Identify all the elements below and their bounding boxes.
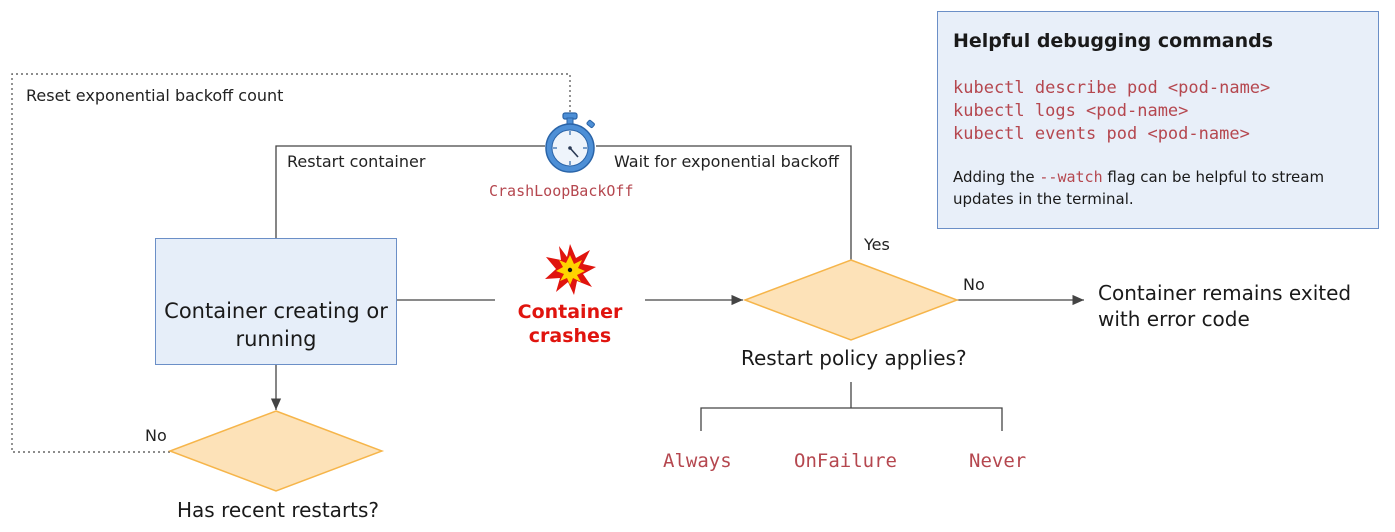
policy-always: Always [663, 450, 732, 472]
policy-never: Never [969, 450, 1027, 472]
restart-policy-diamond [742, 259, 960, 341]
crashloopbackoff-label: CrashLoopBackOff [489, 182, 634, 200]
recent-restarts-question: Has recent restarts? [177, 498, 380, 522]
container-running-box: Container creating or running [155, 238, 397, 365]
debugging-help-panel: Helpful debugging commands kubectl descr… [937, 11, 1379, 229]
no-restarts-label: No [145, 426, 167, 445]
reset-backoff-label: Reset exponential backoff count [26, 86, 284, 105]
restart-container-label: Restart container [287, 152, 426, 171]
policy-onfailure: OnFailure [794, 450, 897, 472]
watch-flag: --watch [1039, 168, 1103, 186]
no-policy-label: No [963, 275, 985, 294]
restart-container-path [275, 145, 545, 238]
stopwatch-icon [545, 112, 595, 173]
command-logs: kubectl logs <pod-name> [953, 101, 1189, 121]
policy-tree-lines [700, 382, 1003, 431]
wait-backoff-label: Wait for exponential backoff [614, 152, 839, 171]
restart-policy-question: Restart policy applies? [741, 346, 967, 370]
help-title: Helpful debugging commands [953, 30, 1274, 52]
exited-outcome-label: Container remains exited with error code [1098, 281, 1352, 331]
command-events: kubectl events pod <pod-name> [953, 124, 1250, 144]
explosion-icon [545, 244, 596, 295]
reset-backoff-path [11, 73, 571, 453]
yes-label: Yes [864, 235, 890, 254]
help-note-end: flag can be helpful to stream updates in… [953, 168, 1325, 208]
recent-restarts-diamond [167, 410, 385, 492]
wait-backoff-path [596, 145, 852, 260]
container-running-label: Container creating or running [164, 299, 388, 351]
command-describe: kubectl describe pod <pod-name> [953, 78, 1271, 98]
help-note: Adding the --watch flag can be helpful t… [953, 166, 1368, 210]
help-note-start: Adding the [953, 168, 1040, 186]
container-crashes-label: Container crashes [517, 301, 623, 347]
